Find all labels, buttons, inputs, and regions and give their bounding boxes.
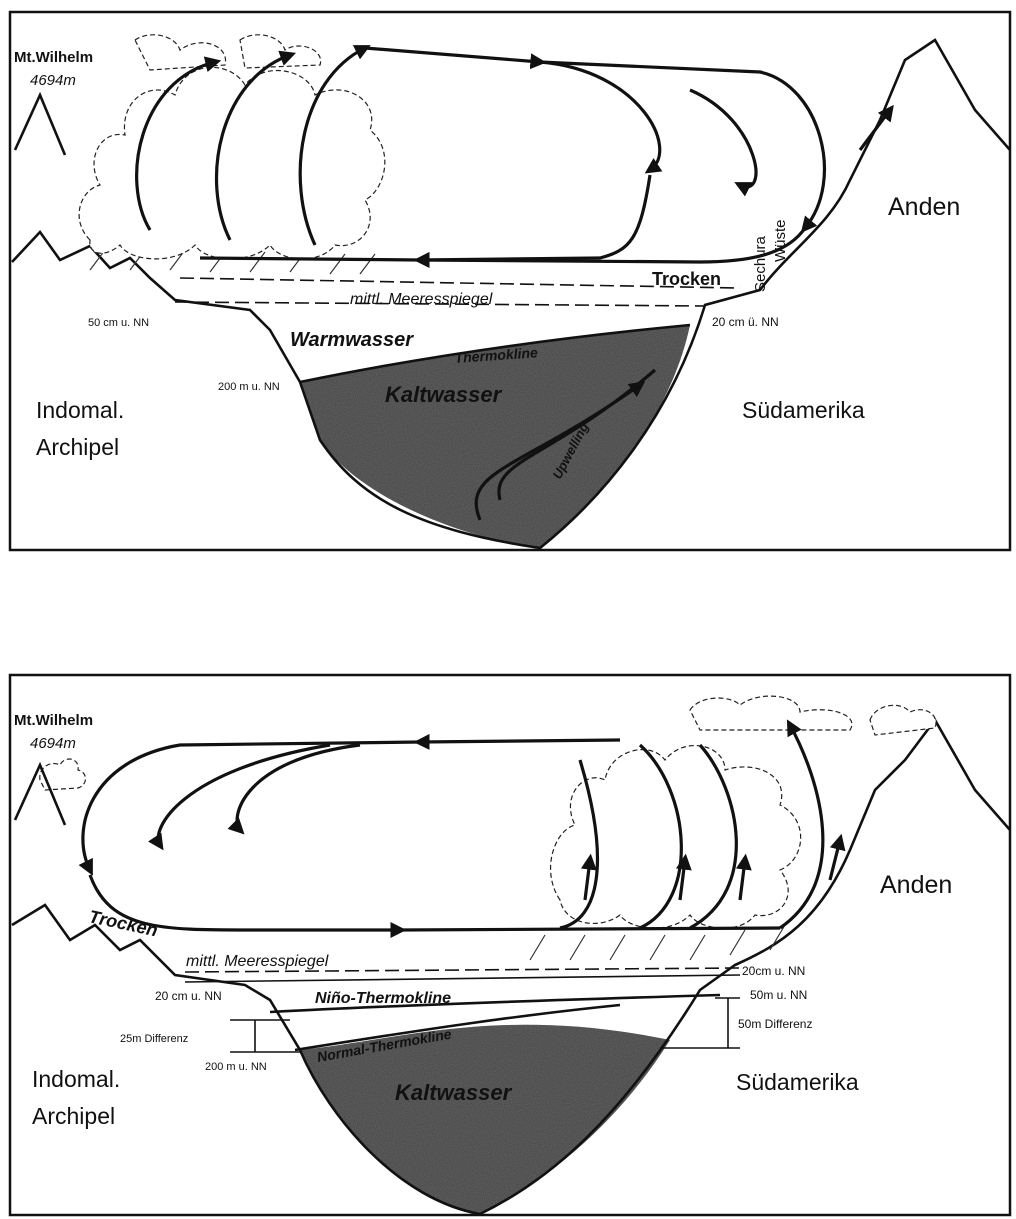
cold-water-label: Kaltwasser <box>385 382 503 407</box>
left-region-label-1: Indomal. <box>36 397 124 423</box>
nino-thermocline-label: Niño-Thermokline <box>315 990 451 1007</box>
right-depth-label: 50m u. NN <box>750 988 807 1002</box>
left-sea-level-label: 50 cm u. NN <box>88 317 149 329</box>
depth-label: 200 m u. NN <box>205 1061 267 1073</box>
left-difference-label: 25m Differenz <box>120 1033 188 1045</box>
left-region-label-2: Archipel <box>32 1103 115 1129</box>
right-region-label: Südamerika <box>742 397 865 423</box>
right-sea-level-label: 20 cm ü. NN <box>712 315 779 329</box>
sea-level-label: mittl. Meeresspiegel <box>350 291 493 308</box>
right-sea-level-label: 20cm u. NN <box>742 964 805 978</box>
mountain-height: 4694m <box>30 72 76 89</box>
left-region-label-1: Indomal. <box>32 1066 120 1092</box>
dry-label: Trocken <box>652 269 721 289</box>
right-difference-label: 50m Differenz <box>738 1017 812 1031</box>
panel-normal: Mt.Wilhelm 4694m 50 cm u. NN 20 cm ü. NN… <box>10 12 1010 550</box>
mountain-height: 4694m <box>30 735 76 752</box>
depth-label: 200 m u. NN <box>218 381 280 393</box>
andes-label: Anden <box>888 193 960 221</box>
desert-label-2: Wüste <box>772 219 789 262</box>
mountain-label: Mt.Wilhelm <box>14 712 93 729</box>
andes-label: Anden <box>880 871 952 899</box>
left-region-label-2: Archipel <box>36 434 119 460</box>
cold-water-label: Kaltwasser <box>395 1080 513 1105</box>
sea-level-label: mittl. Meeresspiegel <box>186 953 329 970</box>
right-region-label: Südamerika <box>736 1069 859 1095</box>
cloud-cluster <box>40 696 936 928</box>
warm-water-label: Warmwasser <box>290 329 414 351</box>
mt-wilhelm-peak <box>15 95 65 155</box>
dry-label: Trocken <box>87 906 159 940</box>
mountain-label: Mt.Wilhelm <box>14 49 93 66</box>
desert-label-1: Sechura <box>752 235 769 292</box>
panel-el-nino: Mt.Wilhelm 4694m Trocken mittl. Meeressp… <box>10 675 1010 1215</box>
left-sea-level-label: 20 cm u. NN <box>155 989 222 1003</box>
